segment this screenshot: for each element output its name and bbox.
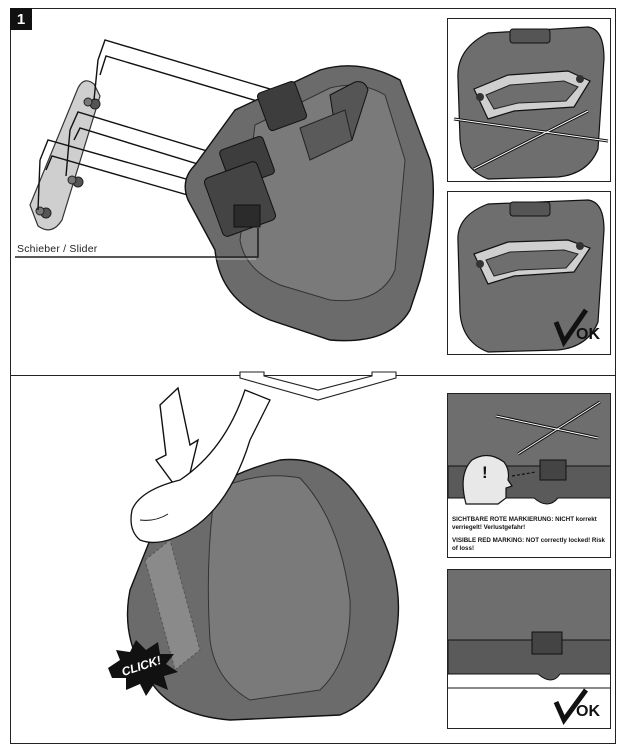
panel-warning-red-marking: ! SICHTBARE ROTE MARKIERUNG: NICHT korre… — [447, 393, 611, 558]
mounting-plate — [29, 80, 101, 231]
step-number-badge: 1 — [10, 8, 32, 30]
ok-badge-top: OK — [576, 326, 600, 343]
ok-badge-bottom: OK — [576, 703, 600, 720]
warning-drawing — [448, 394, 610, 505]
slider-label: Schieber / Slider — [17, 243, 98, 255]
hand — [130, 389, 271, 544]
observer-head-icon — [462, 454, 513, 505]
warning-caption-de: SICHTBARE ROTE MARKIERUNG: NICHT korrekt… — [452, 516, 597, 531]
panel-correct-mount: OK — [447, 191, 611, 355]
press-arrow — [154, 386, 200, 500]
panel-incorrect-mount — [447, 18, 611, 182]
instruction-frame — [10, 8, 616, 744]
transition-chevron — [239, 371, 397, 401]
correct-locked-drawing — [448, 570, 610, 725]
panel-correct-locked: OK — [447, 569, 611, 729]
section-divider — [10, 375, 616, 376]
checkmark-icon — [553, 308, 589, 348]
click-burst — [108, 640, 178, 696]
incorrect-mount-drawing — [453, 26, 609, 180]
warning-caption-en: VISIBLE RED MARKING: NOT correctly locke… — [452, 537, 605, 552]
slider-callout — [15, 228, 259, 260]
correct-mount-drawing — [457, 199, 605, 353]
checkmark-icon — [553, 688, 589, 725]
pannier-bag-top — [184, 65, 435, 342]
warning-exclamation-icon: ! — [482, 463, 488, 482]
